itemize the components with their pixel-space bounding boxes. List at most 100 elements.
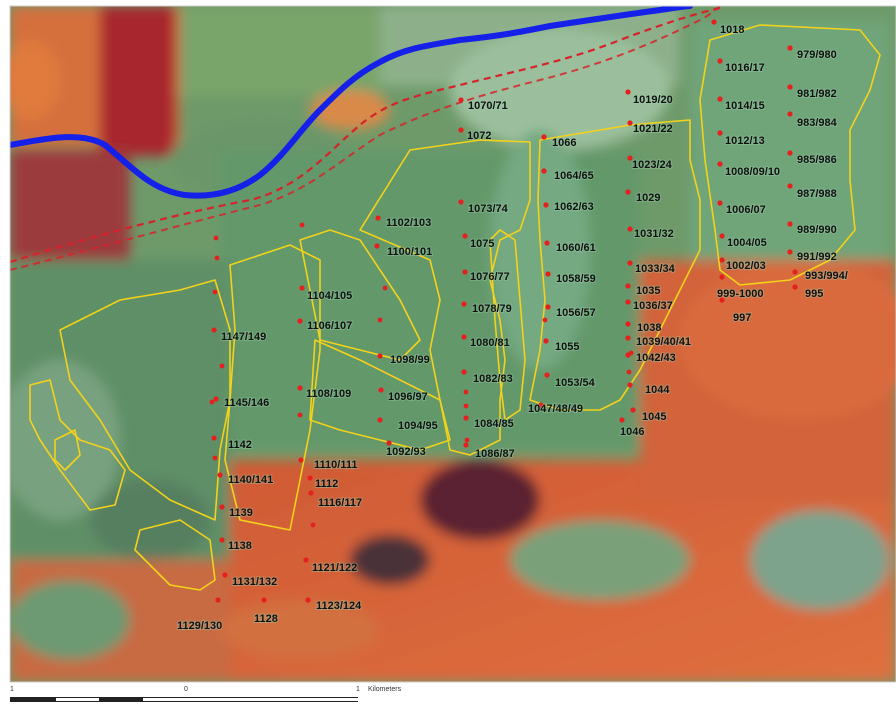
plot-marker[interactable] <box>787 111 793 117</box>
plot-marker-unlabeled[interactable] <box>463 403 469 409</box>
plot-marker[interactable] <box>787 45 793 51</box>
plot-marker[interactable] <box>213 396 219 402</box>
plot-marker[interactable] <box>544 372 550 378</box>
plot-marker[interactable] <box>305 597 311 603</box>
plot-outline-north-west-center <box>299 229 421 361</box>
plot-marker[interactable] <box>717 161 723 167</box>
plot-marker-unlabeled[interactable] <box>377 317 383 323</box>
plot-marker[interactable] <box>538 402 544 408</box>
plot-marker[interactable] <box>222 572 228 578</box>
plot-label: 1019/20 <box>633 94 673 106</box>
plot-marker[interactable] <box>463 442 469 448</box>
plot-marker[interactable] <box>297 318 303 324</box>
plot-marker[interactable] <box>378 387 384 393</box>
plot-marker[interactable] <box>541 134 547 140</box>
plot-marker-unlabeled[interactable] <box>628 350 634 356</box>
plot-marker[interactable] <box>627 155 633 161</box>
plot-marker-unlabeled[interactable] <box>213 235 219 241</box>
plot-marker-unlabeled[interactable] <box>626 369 632 375</box>
plot-marker[interactable] <box>719 233 725 239</box>
plot-marker[interactable] <box>719 274 725 280</box>
plot-marker[interactable] <box>211 327 217 333</box>
plot-marker[interactable] <box>625 189 631 195</box>
plot-marker-unlabeled[interactable] <box>463 389 469 395</box>
plot-marker[interactable] <box>625 299 631 305</box>
plot-marker[interactable] <box>711 19 717 25</box>
plot-marker-unlabeled[interactable] <box>464 437 470 443</box>
plot-marker[interactable] <box>303 557 309 563</box>
plot-marker-unlabeled[interactable] <box>212 289 218 295</box>
plot-marker-unlabeled[interactable] <box>310 522 316 528</box>
plot-marker[interactable] <box>717 58 723 64</box>
plot-marker[interactable] <box>458 199 464 205</box>
plot-marker[interactable] <box>461 334 467 340</box>
plot-marker[interactable] <box>719 257 725 263</box>
plot-marker-unlabeled[interactable] <box>212 455 218 461</box>
plot-marker[interactable] <box>627 382 633 388</box>
plot-marker-unlabeled[interactable] <box>382 285 388 291</box>
plot-label: 995 <box>805 288 823 300</box>
plot-marker[interactable] <box>462 269 468 275</box>
plot-marker[interactable] <box>307 475 313 481</box>
plot-marker-unlabeled[interactable] <box>214 255 220 261</box>
plot-marker[interactable] <box>298 457 304 463</box>
plot-marker[interactable] <box>545 271 551 277</box>
plot-marker[interactable] <box>541 168 547 174</box>
scale-label-mid: 0 <box>184 686 188 693</box>
plot-marker[interactable] <box>463 415 469 421</box>
plot-marker[interactable] <box>544 240 550 246</box>
plot-marker[interactable] <box>308 490 314 496</box>
plot-marker[interactable] <box>211 435 217 441</box>
plot-outline-center <box>359 139 531 456</box>
plot-marker[interactable] <box>717 130 723 136</box>
plot-marker[interactable] <box>627 120 633 126</box>
plot-marker[interactable] <box>461 369 467 375</box>
plot-marker[interactable] <box>625 283 631 289</box>
plot-marker[interactable] <box>215 597 221 603</box>
plot-marker[interactable] <box>625 335 631 341</box>
plot-marker-unlabeled[interactable] <box>297 412 303 418</box>
plot-marker[interactable] <box>377 417 383 423</box>
plot-marker[interactable] <box>627 226 633 232</box>
plot-marker[interactable] <box>792 269 798 275</box>
plot-marker-unlabeled[interactable] <box>219 363 225 369</box>
plot-marker[interactable] <box>299 285 305 291</box>
plot-marker[interactable] <box>787 183 793 189</box>
plot-marker[interactable] <box>619 417 625 423</box>
plot-marker[interactable] <box>261 597 267 603</box>
plot-marker-unlabeled[interactable] <box>209 399 215 405</box>
plot-marker[interactable] <box>458 127 464 133</box>
plot-marker[interactable] <box>374 243 380 249</box>
plot-marker[interactable] <box>630 407 636 413</box>
plot-label: 989/990 <box>797 224 837 236</box>
scale-bar-segments <box>10 697 359 702</box>
plot-marker[interactable] <box>377 353 383 359</box>
plot-marker[interactable] <box>543 202 549 208</box>
plot-marker[interactable] <box>625 89 631 95</box>
plot-marker[interactable] <box>543 338 549 344</box>
plot-marker[interactable] <box>461 301 467 307</box>
plot-marker[interactable] <box>787 249 793 255</box>
plot-marker[interactable] <box>462 233 468 239</box>
plot-marker[interactable] <box>717 200 723 206</box>
plot-marker[interactable] <box>217 472 223 478</box>
plot-marker[interactable] <box>219 504 225 510</box>
plot-marker-unlabeled[interactable] <box>299 222 305 228</box>
plot-marker[interactable] <box>458 97 464 103</box>
plot-marker-unlabeled[interactable] <box>542 317 548 323</box>
plot-marker[interactable] <box>545 304 551 310</box>
plot-label: 1098/99 <box>390 354 430 366</box>
plot-marker[interactable] <box>219 537 225 543</box>
plot-marker[interactable] <box>627 260 633 266</box>
plot-marker[interactable] <box>625 321 631 327</box>
plot-marker[interactable] <box>792 284 798 290</box>
plot-marker[interactable] <box>386 440 392 446</box>
plot-marker[interactable] <box>375 215 381 221</box>
plot-marker[interactable] <box>787 221 793 227</box>
plot-marker[interactable] <box>297 385 303 391</box>
plot-marker[interactable] <box>717 96 723 102</box>
plot-marker[interactable] <box>787 84 793 90</box>
plot-marker[interactable] <box>787 150 793 156</box>
plot-marker[interactable] <box>719 297 725 303</box>
